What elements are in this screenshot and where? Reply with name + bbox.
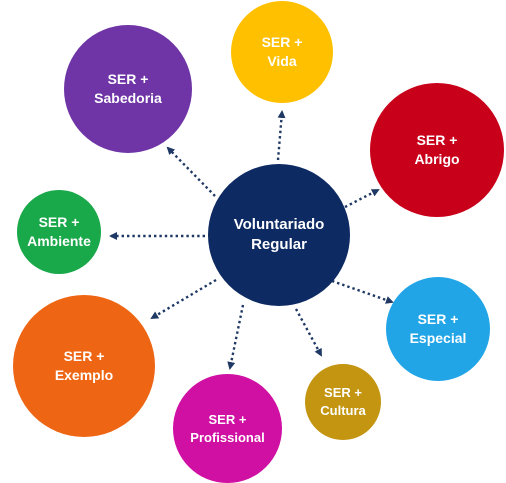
node-prefix: SER + (107, 71, 149, 88)
arrow-to-exemplo (150, 278, 217, 320)
node-ser-especial: SER + Especial (386, 277, 490, 381)
node-prefix: SER + (417, 311, 459, 328)
arrow-to-especial (331, 279, 394, 304)
node-prefix: SER + (63, 348, 105, 365)
node-label: Profissional (190, 429, 265, 445)
arrow-to-abrigo (344, 188, 380, 209)
arrow-to-profissional (227, 304, 245, 370)
node-label: Vida (267, 53, 297, 69)
arrow-to-cultura (294, 308, 323, 357)
arrow-to-sabedoria (166, 146, 216, 197)
node-prefix: SER + (38, 214, 80, 231)
node-ser-abrigo: SER + Abrigo (370, 83, 504, 217)
node-ser-ambiente: SER + Ambiente (17, 190, 101, 274)
node-ser-vida: SER + Vida (231, 1, 333, 103)
node-ser-sabedoria: SER + Sabedoria (64, 25, 192, 153)
node-label: Abrigo (414, 151, 460, 167)
node-label: Exemplo (54, 367, 114, 383)
node-label: Cultura (320, 403, 366, 418)
node-label: Especial (409, 330, 467, 346)
node-ser-exemplo: SER + Exemplo (13, 295, 155, 437)
node-ser-profissional: SER + Profissional (173, 374, 282, 483)
node-prefix: SER + (324, 385, 362, 401)
center-node-voluntariado-regular: Voluntariado Regular (208, 164, 350, 306)
center-node-line2: Regular (251, 236, 307, 253)
center-node-line1: Voluntariado (233, 215, 325, 233)
node-label: Ambiente (27, 233, 91, 249)
arrow-to-vida (276, 110, 286, 161)
node-prefix: SER + (208, 411, 247, 427)
node-ser-cultura: SER + Cultura (305, 364, 381, 440)
node-prefix: SER + (261, 34, 303, 51)
node-prefix: SER + (416, 132, 458, 149)
node-label: Sabedoria (94, 90, 162, 106)
